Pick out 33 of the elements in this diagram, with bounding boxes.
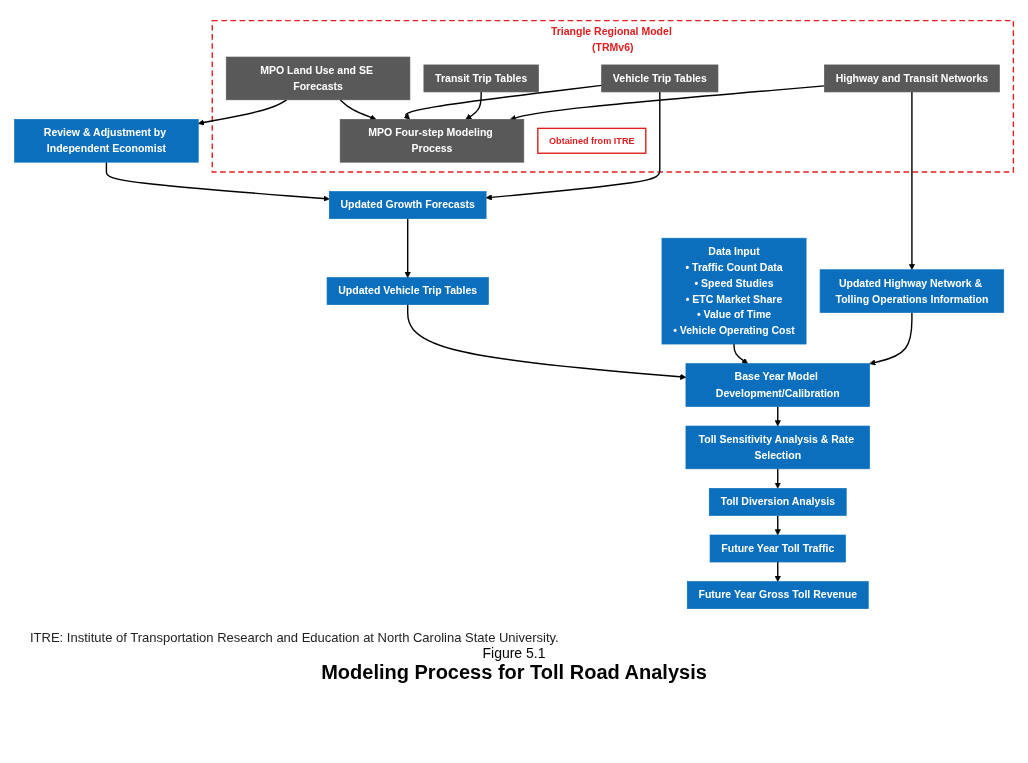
arrow <box>339 99 377 121</box>
arrow <box>774 515 781 536</box>
node-box: MPO Four-step Modeling Process <box>339 119 525 163</box>
arrow <box>197 99 288 126</box>
node-box: Future Year Toll Traffic <box>709 535 846 563</box>
arrow <box>733 343 749 365</box>
node-box: Updated Vehicle Trip Tables <box>326 277 489 306</box>
node-box: Review & Adjustment by Independent Economist <box>14 119 199 163</box>
arrow <box>465 91 482 121</box>
node-box: Obtained from ITRE <box>537 128 647 155</box>
arrow <box>774 406 781 427</box>
node-box: Highway and Transit Networks <box>824 65 1000 93</box>
arrow <box>403 85 603 121</box>
node-box: MPO Land Use and SE Forecasts <box>225 57 411 101</box>
node-box: Transit Trip Tables <box>423 65 539 93</box>
arrow <box>908 91 915 271</box>
arrow <box>869 312 913 366</box>
figure-number: Figure 5.1 <box>482 645 546 661</box>
node-box: Updated Highway Network & Tolling Operations Information <box>819 269 1005 314</box>
node-box: Future Year Gross Toll Revenue <box>686 581 869 610</box>
node-box: Base Year Model Development/Calibration <box>685 363 870 408</box>
node-box: Toll Sensitivity Analysis & Rate Selection <box>685 426 870 470</box>
node-box: Toll Diversion Analysis <box>708 488 847 517</box>
node-box: Updated Growth Forecasts <box>328 191 487 220</box>
figure-title: Modeling Process for Toll Road Analysis <box>321 661 707 684</box>
footnote: ITRE: Institute of Transportation Research and Education at North Carolina State University. <box>30 630 560 645</box>
node-box: Data Input • Traffic Count Data • Speed Studies • ETC Market Share • Value of Time • Vehicle Operating Cost <box>661 238 807 345</box>
arrow <box>404 218 411 279</box>
arrow <box>407 304 687 381</box>
arrow <box>774 468 781 490</box>
node-box: Vehicle Trip Tables <box>601 65 719 93</box>
arrow <box>485 91 661 201</box>
arrow <box>105 161 330 203</box>
